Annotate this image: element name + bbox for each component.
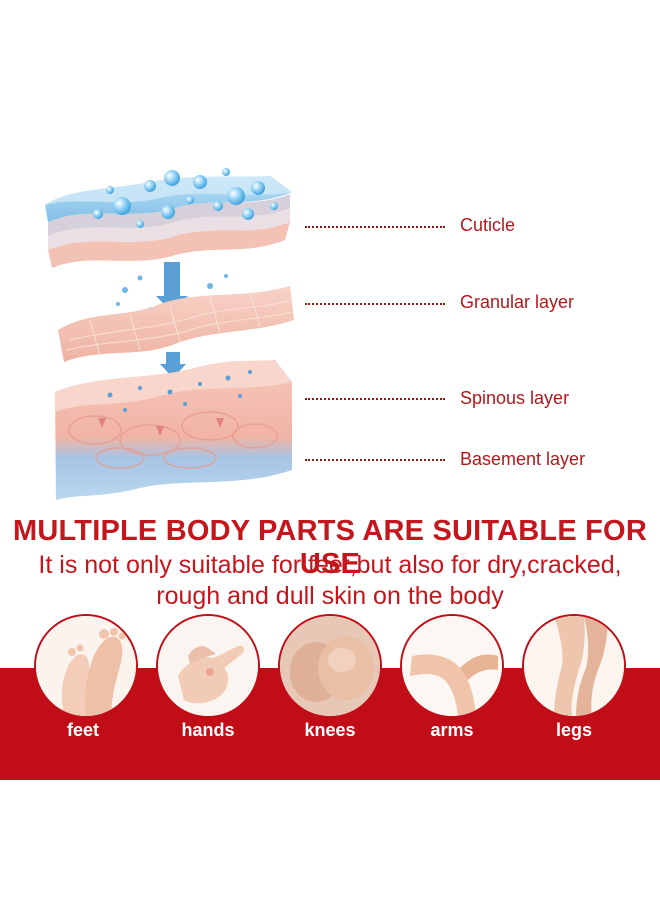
arms-image [402,616,502,716]
skin-layers-illustration [45,168,294,500]
knees-image [280,616,380,716]
body-part-feet [34,614,138,718]
hands-label: hands [181,720,235,740]
body-part-knees [278,614,382,718]
basement-layer-label: Basement layer [460,449,586,469]
legs-photo [522,614,626,718]
cuticle-label: Cuticle [460,215,516,235]
hands-photo [156,614,260,718]
hands-image [158,616,258,716]
legs-image [524,616,624,716]
spinous-leader-line [305,398,445,400]
knees-label: knees [304,720,356,740]
skin-layer-diagram: Cuticle Granular layer Spinous layer Bas… [45,168,586,500]
feet-image [36,616,136,716]
knees-photo [278,614,382,718]
basement-leader-line [305,459,445,461]
headline-subtitle-line-1: It is not only suitable for feet,but als… [38,551,622,579]
body-part-hands [156,614,260,718]
granular-leader-line [305,303,445,305]
feet-label: feet [66,720,99,740]
body-part-arms [400,614,504,718]
arms-label: arms [430,720,474,740]
feet-photo [34,614,138,718]
granular-layer-label: Granular layer [460,292,575,312]
spinous-layer-label: Spinous layer [460,388,570,408]
legs-label: legs [555,720,593,740]
headline-title: MULTIPLE BODY PARTS ARE SUITABLE FOR USE [13,515,647,580]
cuticle-leader-line [305,226,445,228]
body-part-legs [522,614,626,718]
headline-subtitle-line-2: rough and dull skin on the body [156,582,504,610]
arms-photo [400,614,504,718]
